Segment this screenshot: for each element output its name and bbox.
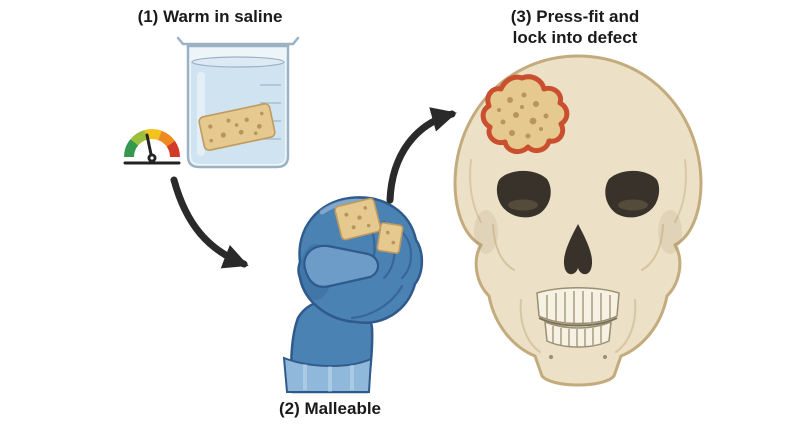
skull-icon xyxy=(453,54,703,387)
porous-scaffold-icon xyxy=(198,103,276,151)
defect-scaffold-patch xyxy=(480,74,570,155)
step2-label: (2) Malleable xyxy=(278,399,382,418)
step1-label: (1) Warm in saline xyxy=(137,7,283,26)
nasal-aperture xyxy=(563,224,593,275)
temperature-gauge-icon xyxy=(123,129,181,165)
beaker-icon xyxy=(176,36,300,169)
step3-label: (3) Press-fit and lock into defect xyxy=(468,6,682,48)
gloved-fist-icon xyxy=(282,196,424,394)
step3-label-line2: lock into defect xyxy=(512,28,638,47)
curved-arrow-step1-to-step2 xyxy=(170,176,249,269)
step3-label-line1: (3) Press-fit and xyxy=(510,7,640,26)
teeth xyxy=(536,287,620,348)
scaffold-in-hand xyxy=(334,197,404,254)
glove-cuff xyxy=(282,356,373,393)
curved-arrow-step2-to-step3 xyxy=(386,107,457,204)
